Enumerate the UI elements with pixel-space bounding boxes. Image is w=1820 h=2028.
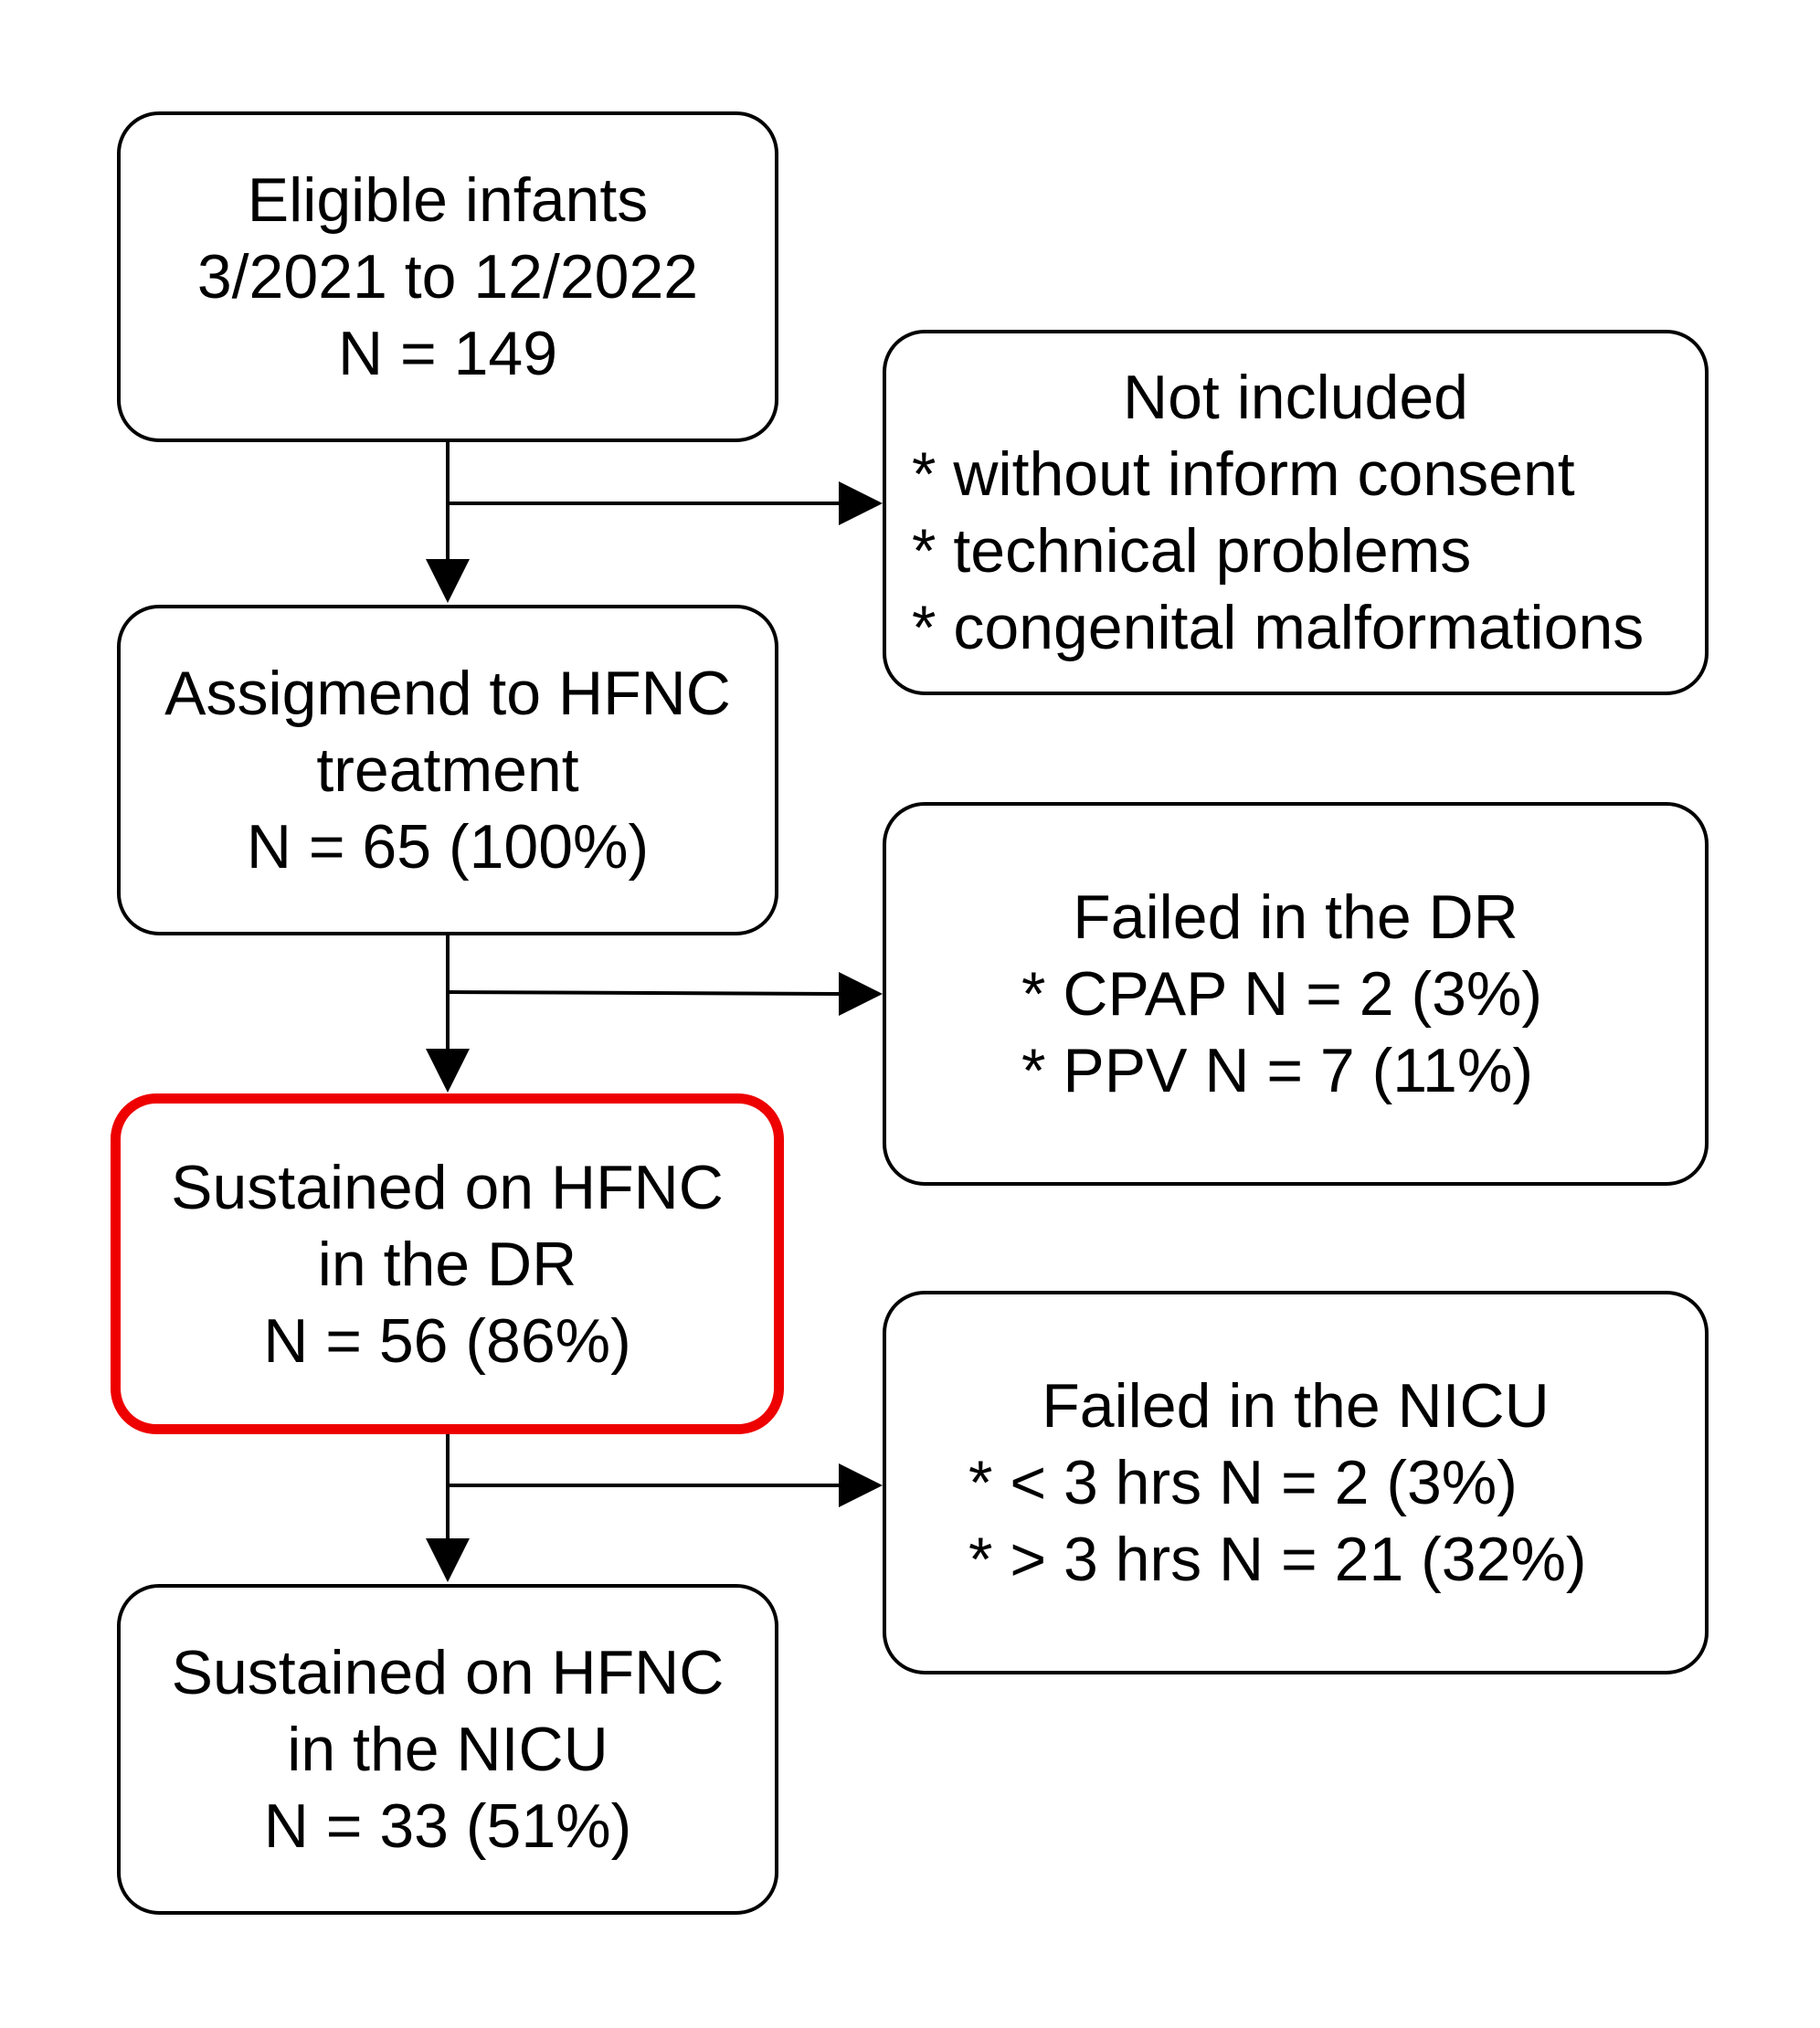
arrowhead-sustained-dr-to-nicu bbox=[426, 1538, 470, 1582]
not-included-item-2: * technical problems bbox=[912, 516, 1472, 586]
sustained-nicu-line-2: in the NICU bbox=[287, 1715, 608, 1784]
failed-dr-item-2: * PPV N = 7 (11%) bbox=[1021, 1036, 1533, 1105]
arrowhead-eligible-to-assigned bbox=[426, 559, 470, 603]
arrowhead-to-failed-nicu bbox=[839, 1463, 883, 1507]
sustained-nicu-box: Sustained on HFNC in the NICU N = 33 (51… bbox=[117, 1584, 778, 1915]
sustained-dr-box: Sustained on HFNC in the DR N = 56 (86%) bbox=[111, 1093, 784, 1434]
failed-nicu-item-2: * > 3 hrs N = 21 (32%) bbox=[968, 1525, 1587, 1594]
not-included-item-3: * congenital malformations bbox=[912, 593, 1645, 662]
eligible-line-1: Eligible infants bbox=[247, 165, 649, 235]
eligible-infants-box: Eligible infants 3/2021 to 12/2022 N = 1… bbox=[117, 111, 778, 442]
eligible-line-2: 3/2021 to 12/2022 bbox=[196, 242, 699, 312]
assigned-line-3: N = 65 (100%) bbox=[246, 812, 650, 882]
failed-nicu-box: Failed in the NICU * < 3 hrs N = 2 (3%) … bbox=[883, 1291, 1709, 1674]
assigned-line-2: treatment bbox=[316, 735, 579, 805]
failed-nicu-item-1: * < 3 hrs N = 2 (3%) bbox=[968, 1448, 1518, 1517]
arrowhead-to-failed-dr bbox=[839, 972, 883, 1016]
sustained-dr-line-2: in the DR bbox=[317, 1229, 577, 1299]
not-included-item-1: * without inform consent bbox=[912, 439, 1575, 509]
not-included-title: Not included bbox=[1122, 363, 1469, 432]
sustained-nicu-line-3: N = 33 (51%) bbox=[263, 1791, 632, 1861]
arrowhead-assigned-to-sustained-dr bbox=[426, 1049, 470, 1093]
failed-dr-title: Failed in the DR bbox=[1073, 882, 1518, 952]
assigned-line-1: Assigmend to HFNC bbox=[164, 659, 731, 728]
arrow-to-failed-dr bbox=[447, 990, 840, 996]
sustained-dr-line-3: N = 56 (86%) bbox=[263, 1305, 631, 1376]
sustained-nicu-line-1: Sustained on HFNC bbox=[171, 1638, 725, 1707]
failed-dr-item-1: * CPAP N = 2 (3%) bbox=[1021, 959, 1543, 1029]
failed-dr-box: Failed in the DR * CPAP N = 2 (3%) * PPV… bbox=[883, 802, 1709, 1186]
not-included-box: Not included * without inform consent * … bbox=[883, 330, 1709, 695]
assigned-hfnc-box: Assigmend to HFNC treatment N = 65 (100%… bbox=[117, 605, 778, 935]
sustained-dr-line-1: Sustained on HFNC bbox=[171, 1152, 724, 1222]
arrowhead-to-not-included bbox=[839, 481, 883, 525]
failed-nicu-title: Failed in the NICU bbox=[1042, 1371, 1550, 1441]
eligible-line-3: N = 149 bbox=[337, 319, 558, 388]
